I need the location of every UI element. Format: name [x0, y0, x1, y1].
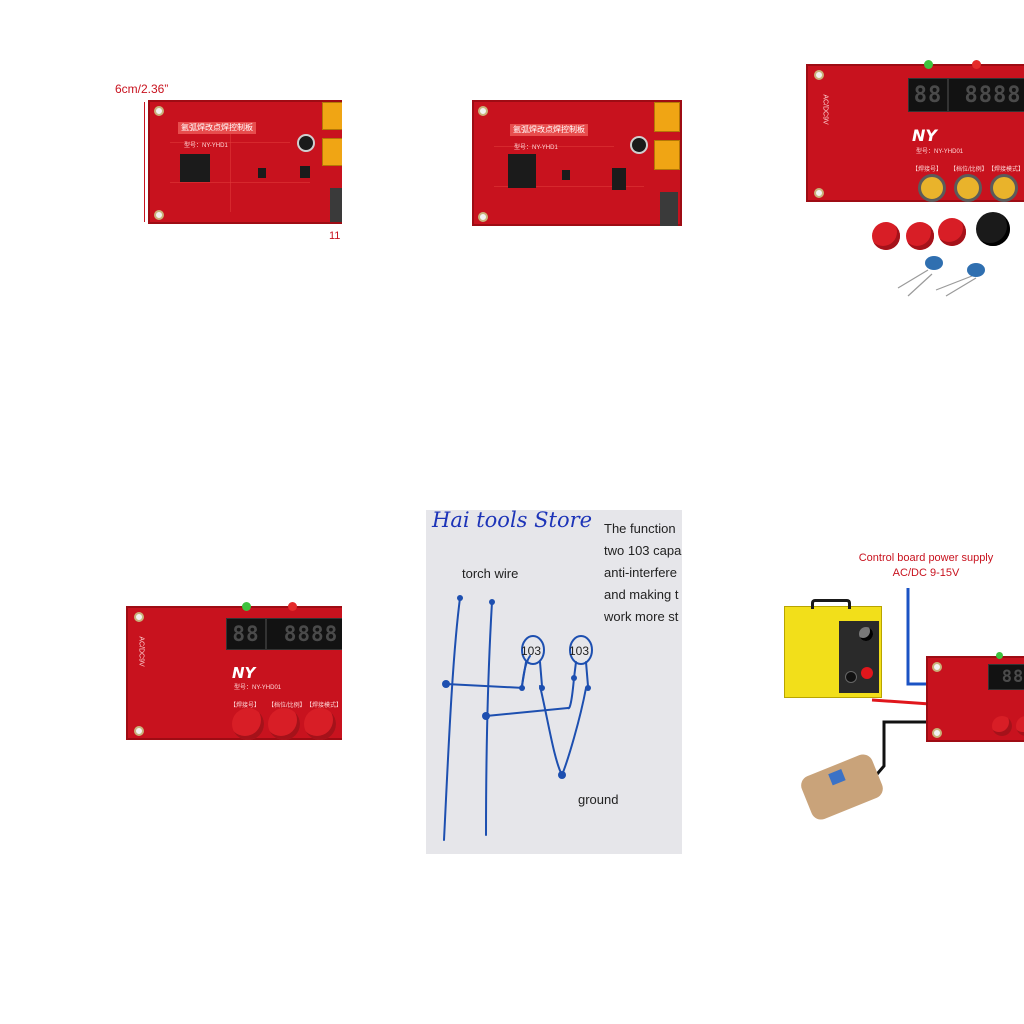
brand-logo: NY: [232, 664, 256, 682]
red-button: [232, 708, 264, 740]
push-button: [918, 174, 946, 202]
product-image-4: AC/DC9V 88 8888 NY 型号：NY-YHD01 【焊接号】 【档位…: [124, 600, 342, 746]
welder-handle: [811, 599, 851, 609]
red-led: [972, 60, 981, 69]
button-label-3: 【焊接模式】: [306, 703, 342, 709]
brand-logo: NY: [912, 126, 937, 145]
button-label-2: 【档位/比例】: [950, 167, 988, 173]
button-label-2: 【档位/比例】: [268, 703, 306, 709]
welder: [784, 599, 882, 698]
torch-wire-label: torch wire: [462, 566, 519, 581]
control-board: 氩弧焊改点焊控制板 型号：NY-YHD1: [472, 100, 682, 226]
red-button: [268, 708, 300, 740]
pedal-logo: [828, 768, 846, 786]
board-display: 88: [988, 664, 1024, 690]
description-line: anti-interfere: [604, 565, 677, 580]
board-title: 氩弧焊改点焊控制板: [178, 122, 256, 134]
button-label-1: 【焊接号】: [912, 167, 943, 173]
wiring-sketch: Hai tools Store The function two 103 cap…: [426, 510, 682, 854]
black-terminal-icon: [845, 671, 857, 683]
welder-panel: [839, 621, 879, 693]
product-image-3: AC/DC9V 88 8888 NY 型号：NY-YHD01 【焊接号】 【档位…: [800, 56, 1024, 300]
ic-chip: [508, 154, 536, 188]
push-button: [990, 174, 1018, 202]
board-model: 型号：NY-YHD01: [234, 685, 282, 691]
capacitor: [297, 134, 315, 152]
description-line: two 103 capa: [604, 543, 682, 558]
board-title: 氩弧焊改点焊控制板: [510, 124, 588, 136]
display-board: AC/DC9V 88 8888 NY 型号：NY-YHD01 【焊接号】 【档位…: [126, 606, 342, 740]
dimension-line: [144, 102, 145, 222]
connection-wires: [870, 588, 931, 781]
ground-label: ground: [578, 792, 619, 807]
capacitor: [630, 136, 648, 154]
display-left: 88: [226, 618, 266, 650]
green-led: [924, 60, 933, 69]
store-name: Hai tools Store: [432, 510, 593, 532]
side-label: AC/DC9V: [137, 636, 145, 667]
description-text: The function two 103 capa anti-interfere…: [604, 518, 681, 628]
display-board: AC/DC9V 88 8888 NY 型号：NY-YHD01 【焊接号】 【档位…: [806, 64, 1024, 202]
ic-chip: [180, 154, 210, 182]
push-button: [954, 174, 982, 202]
relay: [322, 102, 342, 130]
green-led: [996, 652, 1003, 659]
red-button-cap: [938, 218, 966, 246]
black-knob: [976, 212, 1010, 246]
welder-knob: [859, 627, 873, 641]
button-label-1: 【焊接号】: [230, 703, 261, 709]
red-button: [1016, 716, 1024, 736]
annotation-line-1: Control board power supply: [858, 552, 994, 564]
relay: [654, 102, 680, 132]
description-line: and making t: [604, 587, 679, 602]
board-model: 型号：NY-YHD1: [184, 143, 228, 149]
wiring-drawing: [442, 595, 593, 841]
product-image-1: 6cm/2.36” 氩弧焊改点焊控制板 型号：NY-YHD1 11: [110, 80, 342, 250]
display-right: 8888: [948, 78, 1024, 112]
description-line: work more st: [604, 609, 679, 624]
capacitor-label-1: 103: [521, 644, 542, 658]
display-left: 88: [908, 78, 948, 112]
product-image-2: 氩弧焊改点焊控制板 型号：NY-YHD1: [470, 96, 682, 230]
power-supply-annotation: Control board power supply AC/DC 9-15V: [830, 552, 1022, 579]
board-model: 型号：NY-YHD01: [916, 149, 964, 155]
control-board: 氩弧焊改点焊控制板 型号：NY-YHD1: [148, 100, 342, 224]
capacitor-label-2: 103: [569, 644, 590, 658]
red-led: [288, 602, 297, 611]
red-button: [304, 708, 336, 740]
display-right: 8888: [266, 618, 342, 650]
control-board: 88: [926, 656, 1024, 742]
ceramic-capacitors: [897, 256, 985, 297]
dimension-label: 6cm/2.36”: [115, 82, 169, 96]
red-terminal-icon: [861, 667, 873, 679]
annotation-line-2: AC/DC 9-15V: [892, 567, 960, 579]
green-led: [242, 602, 251, 611]
wiring-setup-image: Control board power supply AC/DC 9-15V 8…: [780, 548, 1024, 824]
cut-label: 11: [329, 230, 341, 242]
red-button: [992, 716, 1012, 736]
board-model: 型号：NY-YHD1: [514, 145, 558, 151]
red-button-cap: [906, 222, 934, 250]
red-button-cap: [872, 222, 900, 250]
button-label-3: 【焊接模式】: [988, 167, 1024, 173]
description-line: The function: [604, 521, 676, 536]
